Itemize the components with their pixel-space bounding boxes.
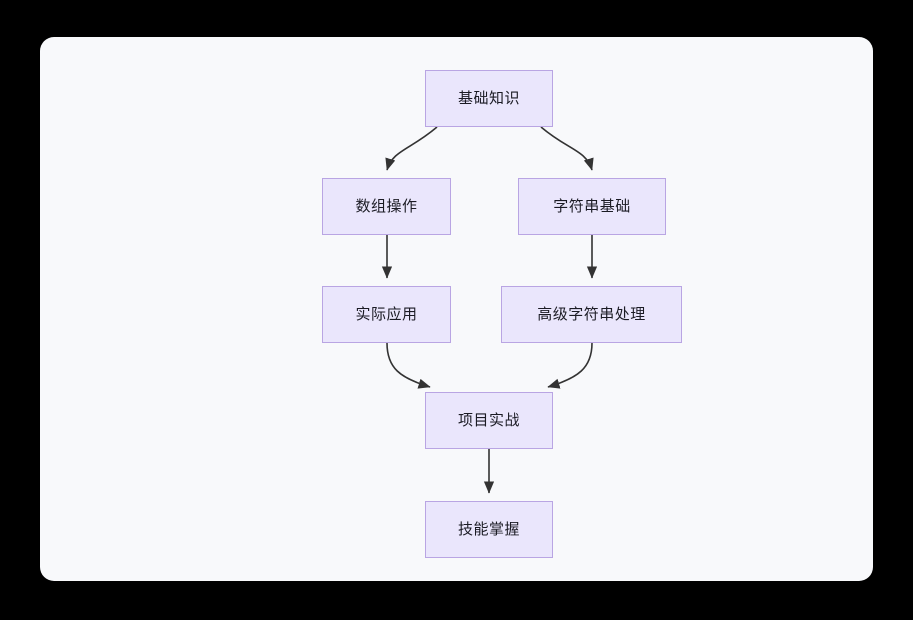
edge-n1-n2: [385, 126, 438, 171]
node-label: 技能掌握: [457, 521, 520, 538]
node-string-basics[interactable]: 字符串基础: [518, 178, 666, 235]
node-label: 实际应用: [355, 306, 418, 323]
node-advanced-string-processing[interactable]: 高级字符串处理: [501, 286, 682, 343]
node-label: 字符串基础: [553, 198, 631, 215]
node-skill-mastery[interactable]: 技能掌握: [425, 501, 553, 558]
edge-n1-n3: [540, 126, 594, 171]
node-label: 数组操作: [355, 198, 418, 215]
node-project-practice[interactable]: 项目实战: [425, 392, 553, 449]
edge-n4-n6: [386, 342, 431, 389]
node-label: 项目实战: [457, 412, 520, 429]
node-practical-application[interactable]: 实际应用: [322, 286, 451, 343]
node-label: 基础知识: [457, 90, 520, 107]
edge-n5-n6: [547, 342, 593, 389]
node-array-operations[interactable]: 数组操作: [322, 178, 451, 235]
diagram-card: [40, 37, 873, 581]
node-basic-knowledge[interactable]: 基础知识: [425, 70, 553, 127]
node-label: 高级字符串处理: [537, 306, 646, 323]
